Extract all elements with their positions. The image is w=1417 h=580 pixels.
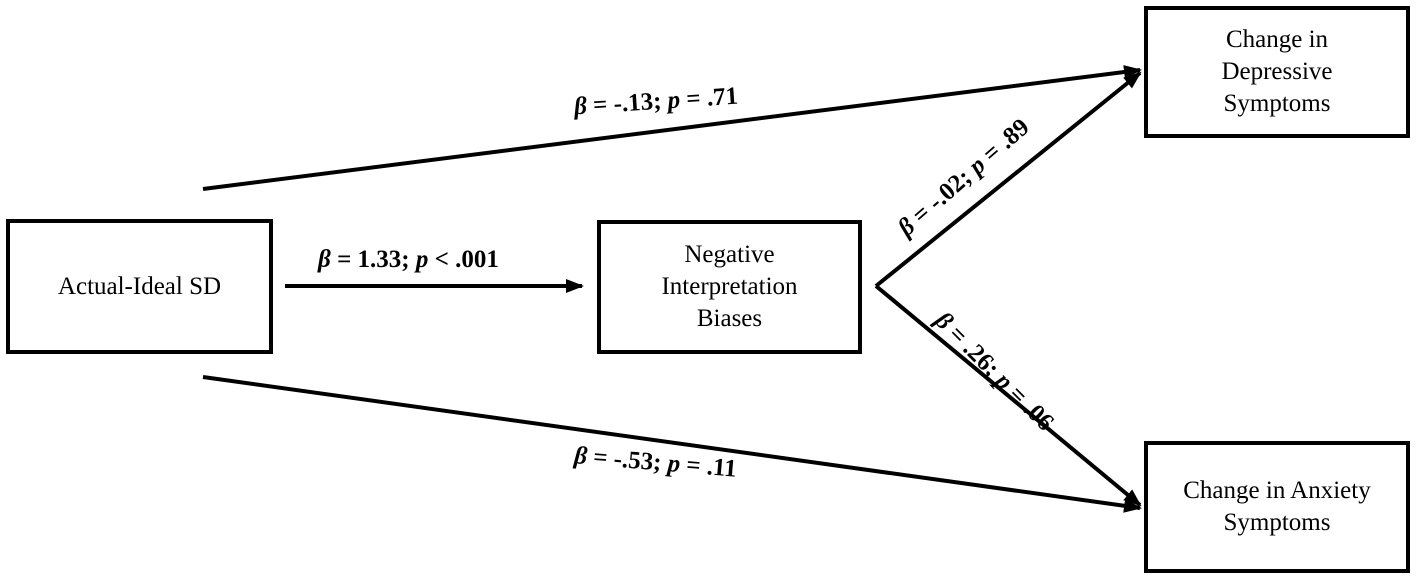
node-actual-ideal-sd: Actual-Ideal SD (6, 219, 273, 354)
arrow-ai-to-dep (202, 65, 1142, 191)
node-label-line: Depressive (1221, 58, 1333, 85)
node-change-anxiety-symptoms: Change in Anxiety Symptoms (1144, 441, 1410, 573)
arrow-nib-to-anx (874, 284, 1142, 507)
node-label-line: Symptoms (1223, 509, 1331, 536)
p-value: = .71 (679, 82, 739, 114)
beta-symbol: β (318, 246, 331, 273)
node-label-line: Change in Anxiety (1183, 477, 1371, 504)
p-value: = .11 (679, 451, 738, 483)
node-label-line: Interpretation (661, 273, 798, 300)
beta-value: = 1.33; (330, 246, 416, 273)
arrow-ai-to-anx (202, 375, 1142, 513)
node-label-line: Negative (684, 241, 775, 268)
arrow-nib-to-dep (874, 71, 1142, 288)
node-label-line: Biases (696, 305, 763, 332)
node-label-line: Actual-Ideal SD (57, 272, 222, 300)
node-label-line: Symptoms (1223, 90, 1331, 117)
p-value: < .001 (428, 246, 499, 273)
beta-value: = -.53; (585, 443, 669, 477)
edge-label-ai-to-nib: β = 1.33; p < .001 (318, 246, 499, 274)
p-symbol: p (415, 246, 429, 273)
node-negative-interpretation-biases: Negative Interpretation Biases (597, 220, 862, 354)
node-label-line: Change in (1225, 26, 1329, 53)
beta-value: = -.13; (586, 87, 669, 120)
node-change-depressive-symptoms: Change in Depressive Symptoms (1144, 6, 1410, 138)
